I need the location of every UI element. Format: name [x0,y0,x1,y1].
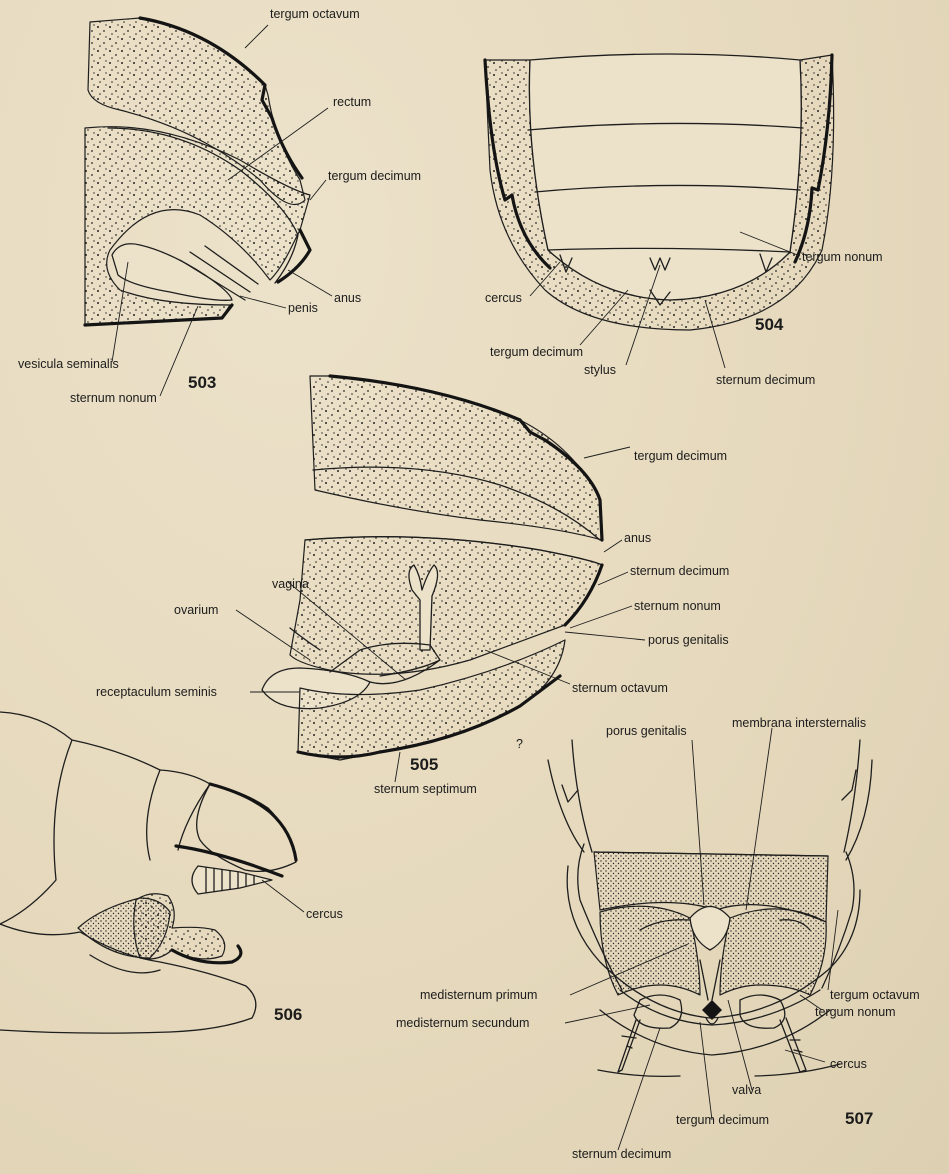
figure-506 [0,712,304,1033]
figure-507 [548,728,872,1150]
fig503-label-tergum-decimum: tergum decimum [328,169,421,183]
fig504-label-tergum-decimum: tergum decimum [490,345,583,359]
fig504-label-stylus: stylus [584,363,616,377]
fig505-label-sternum-octavum: sternum octavum [572,681,668,695]
fig503-label-tergum-octavum: tergum octavum [270,7,360,21]
fig505-label-vagina: vagina [272,577,309,591]
fig507-label-membrana-intersternalis: membrana intersternalis [732,716,866,730]
fig505-label-tergum-decimum: tergum decimum [634,449,727,463]
fig506-stipple-shape [134,894,225,959]
fig505-label-sternum-nonum: sternum nonum [634,599,721,613]
fig505-label-receptaculum-seminis: receptaculum seminis [96,685,217,699]
fig503-label-anus: anus [334,291,361,305]
figure-503 [85,18,332,396]
fig505-label-ovarium: ovarium [174,603,218,617]
fig505-number: 505 [410,755,438,774]
fig507-right-plate [720,909,826,995]
fig505-label-sternum-decimum: sternum decimum [630,564,729,578]
fig506-number: 506 [274,1005,302,1024]
fig503-label-vesicula-seminalis: vesicula seminalis [18,357,119,371]
fig507-label-medisternum-secundum: medisternum secundum [396,1016,529,1030]
fig507-label-porus-genitalis: porus genitalis [606,724,687,738]
fig507-label-tergum-nonum: tergum nonum [815,1005,896,1019]
fig506-label-cercus: cercus [306,907,343,921]
fig505-tergum-decimum-shape [310,376,602,540]
fig507-label-medisternum-primum: medisternum primum [420,988,537,1002]
fig504-label-cercus: cercus [485,291,522,305]
fig507-label-tergum-decimum: tergum decimum [676,1113,769,1127]
fig505-label-porus-genitalis: porus genitalis [648,633,729,647]
fig504-label-tergum-nonum: tergum nonum [802,250,883,264]
fig507-number: 507 [845,1109,873,1128]
fig504-label-sternum-decimum: sternum decimum [716,373,815,387]
fig503-number: 503 [188,373,216,392]
fig507-label-valva: valva [732,1083,761,1097]
fig506-cercus-shape [192,866,272,894]
fig507-label-cercus: cercus [830,1057,867,1071]
fig503-label-sternum-nonum: sternum nonum [70,391,157,405]
fig504-number: 504 [755,315,784,334]
fig503-label-penis: penis [288,301,318,315]
fig505-label-anus: anus [624,531,651,545]
fig507-label-sternum-decimum: sternum decimum [572,1147,671,1161]
fig505-label-sternum-septimum: sternum septimum [374,782,477,796]
fig507-label-tergum-octavum: tergum octavum [830,988,920,1002]
stray-mark: ? [516,737,523,751]
fig503-label-rectum: rectum [333,95,371,109]
